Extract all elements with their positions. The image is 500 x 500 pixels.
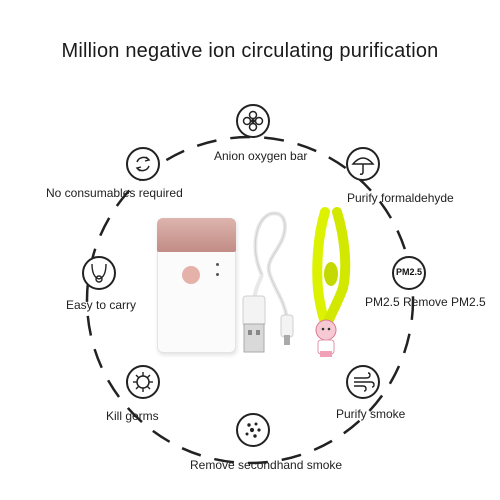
umbrella-icon xyxy=(346,147,380,181)
feature-label-carry: Easy to carry xyxy=(66,298,137,312)
recycle-icon xyxy=(126,147,160,181)
feature-label-smoke: Purify smoke xyxy=(336,407,406,421)
device-led-indicator xyxy=(216,273,219,276)
germ-icon xyxy=(126,365,160,399)
feature-label-anion: Anion oxygen bar xyxy=(214,149,308,163)
purifier-device xyxy=(157,218,236,353)
device-cap xyxy=(157,218,236,252)
feature-label-consumables: No consumables required xyxy=(46,186,183,200)
particles-icon xyxy=(236,413,270,447)
feature-label-secondhand: Remove secondhand smoke xyxy=(190,458,343,472)
page-title: Million negative ion circulating purific… xyxy=(61,40,439,62)
feature-label-germs: Kill germs xyxy=(106,409,159,423)
pm25-icon-text: PM2.5 xyxy=(395,267,422,277)
pm25-icon: PM2.5 xyxy=(392,256,426,290)
device-power-button xyxy=(182,266,200,284)
device-led-indicator xyxy=(216,263,219,266)
wind-icon xyxy=(346,365,380,399)
anion-flower-icon xyxy=(236,104,270,138)
necklace-icon xyxy=(82,256,116,290)
feature-label-pm25: PM2.5 Remove PM2.5 xyxy=(365,295,486,309)
feature-label-formaldehyde: Purify formaldehyde xyxy=(347,191,454,205)
